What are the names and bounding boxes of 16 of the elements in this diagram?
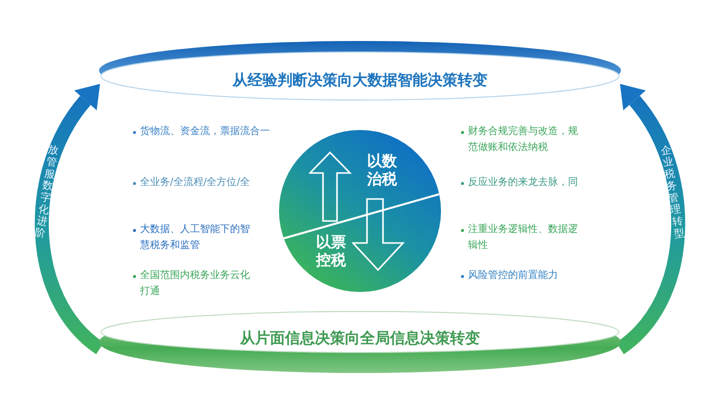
bullet-text: 全业务/全流程/全方位/全 — [140, 176, 250, 190]
bullet-text: 财务合规完善与改造，规范做账和依法纳税 — [468, 124, 579, 155]
edge-label: 企业税务管理转型 — [659, 144, 686, 240]
circle-label: 以数治税 — [367, 152, 398, 188]
curved-arrow — [34, 82, 104, 354]
bullet-text: 注重业务逻辑性、数据逻辑性 — [468, 222, 579, 253]
bullet-text: 大数据、人工智能下的智慧税务和监管 — [140, 222, 251, 253]
band-heading: 从片面信息决策向全局信息决策转变 — [240, 329, 480, 347]
circle-label: 以票控税 — [316, 233, 347, 269]
bullet-text: 货物流、资金流，票据流合一 — [140, 124, 270, 139]
band-heading: 从经验判断决策向大数据智能决策转变 — [232, 71, 488, 89]
bullet-text: 全国范围内税务业务云化打通 — [140, 268, 251, 299]
bullet-text: 反应业务的来龙去脉，同 — [468, 176, 578, 190]
edge-label: 放管服数字化进阶 — [34, 144, 61, 240]
bullet-text: 风险管控的前置能力 — [468, 268, 558, 283]
curved-arrow — [616, 82, 686, 354]
